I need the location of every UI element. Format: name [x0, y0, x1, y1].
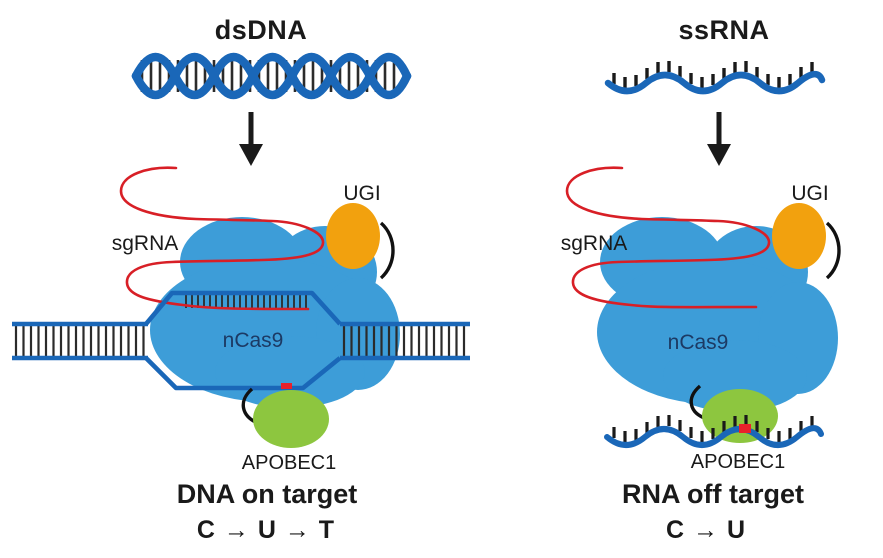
dsdna-helix-icon — [131, 52, 412, 100]
right-panel-caption: RNA off target — [622, 479, 804, 509]
ssrna-backbone — [604, 71, 826, 95]
ugi-label-left: UGI — [343, 182, 381, 205]
displaced-strand — [144, 356, 342, 391]
right-panel-title: ssRNA — [678, 15, 770, 45]
ssrna-icon — [604, 61, 826, 95]
sgrna-label-right: sgRNA — [560, 232, 628, 255]
sgrna-strand-right — [565, 166, 771, 309]
duplex-strands — [12, 321, 470, 361]
target-dna-left — [12, 295, 470, 391]
target-c-mark-right — [739, 424, 751, 433]
ugi-domain-right — [772, 203, 826, 269]
duplex-rungs — [14, 326, 466, 356]
apobec-domain-left — [253, 390, 329, 448]
right-panel-conversion: C → U — [666, 516, 746, 544]
offtarget-rna-backbone — [604, 425, 824, 448]
apobec-label-left: APOBEC1 — [241, 452, 337, 474]
ncas9-body-right — [597, 217, 838, 412]
left-panel-caption: DNA on target — [176, 479, 358, 509]
ncas9-label-left: nCas9 — [222, 329, 284, 352]
left-panel-title: dsDNA — [214, 15, 308, 45]
ugi-domain-left — [326, 203, 380, 269]
target-c-mark-left — [281, 383, 292, 389]
apobec-label-right: APOBEC1 — [690, 451, 786, 473]
apobec-domain-right — [702, 389, 778, 443]
offtarget-rna-ticks — [612, 415, 814, 442]
ugi-linker-left — [379, 221, 395, 280]
ugi-label-right: UGI — [791, 182, 829, 205]
bubble-top-strand — [144, 290, 342, 326]
ssrna-base-ticks — [612, 61, 814, 88]
sgrna-strand-left — [119, 166, 325, 311]
left-panel-conversion: C → U → T — [196, 516, 336, 544]
down-arrow-icon-right — [707, 112, 731, 166]
ncas9-label-right: nCas9 — [667, 331, 729, 354]
heteroduplex-rungs — [185, 295, 307, 308]
offtarget-rna — [604, 415, 824, 448]
ugi-linker-right — [825, 221, 841, 280]
sgrna-label-left: sgRNA — [111, 232, 179, 255]
down-arrow-icon-left — [239, 112, 263, 166]
